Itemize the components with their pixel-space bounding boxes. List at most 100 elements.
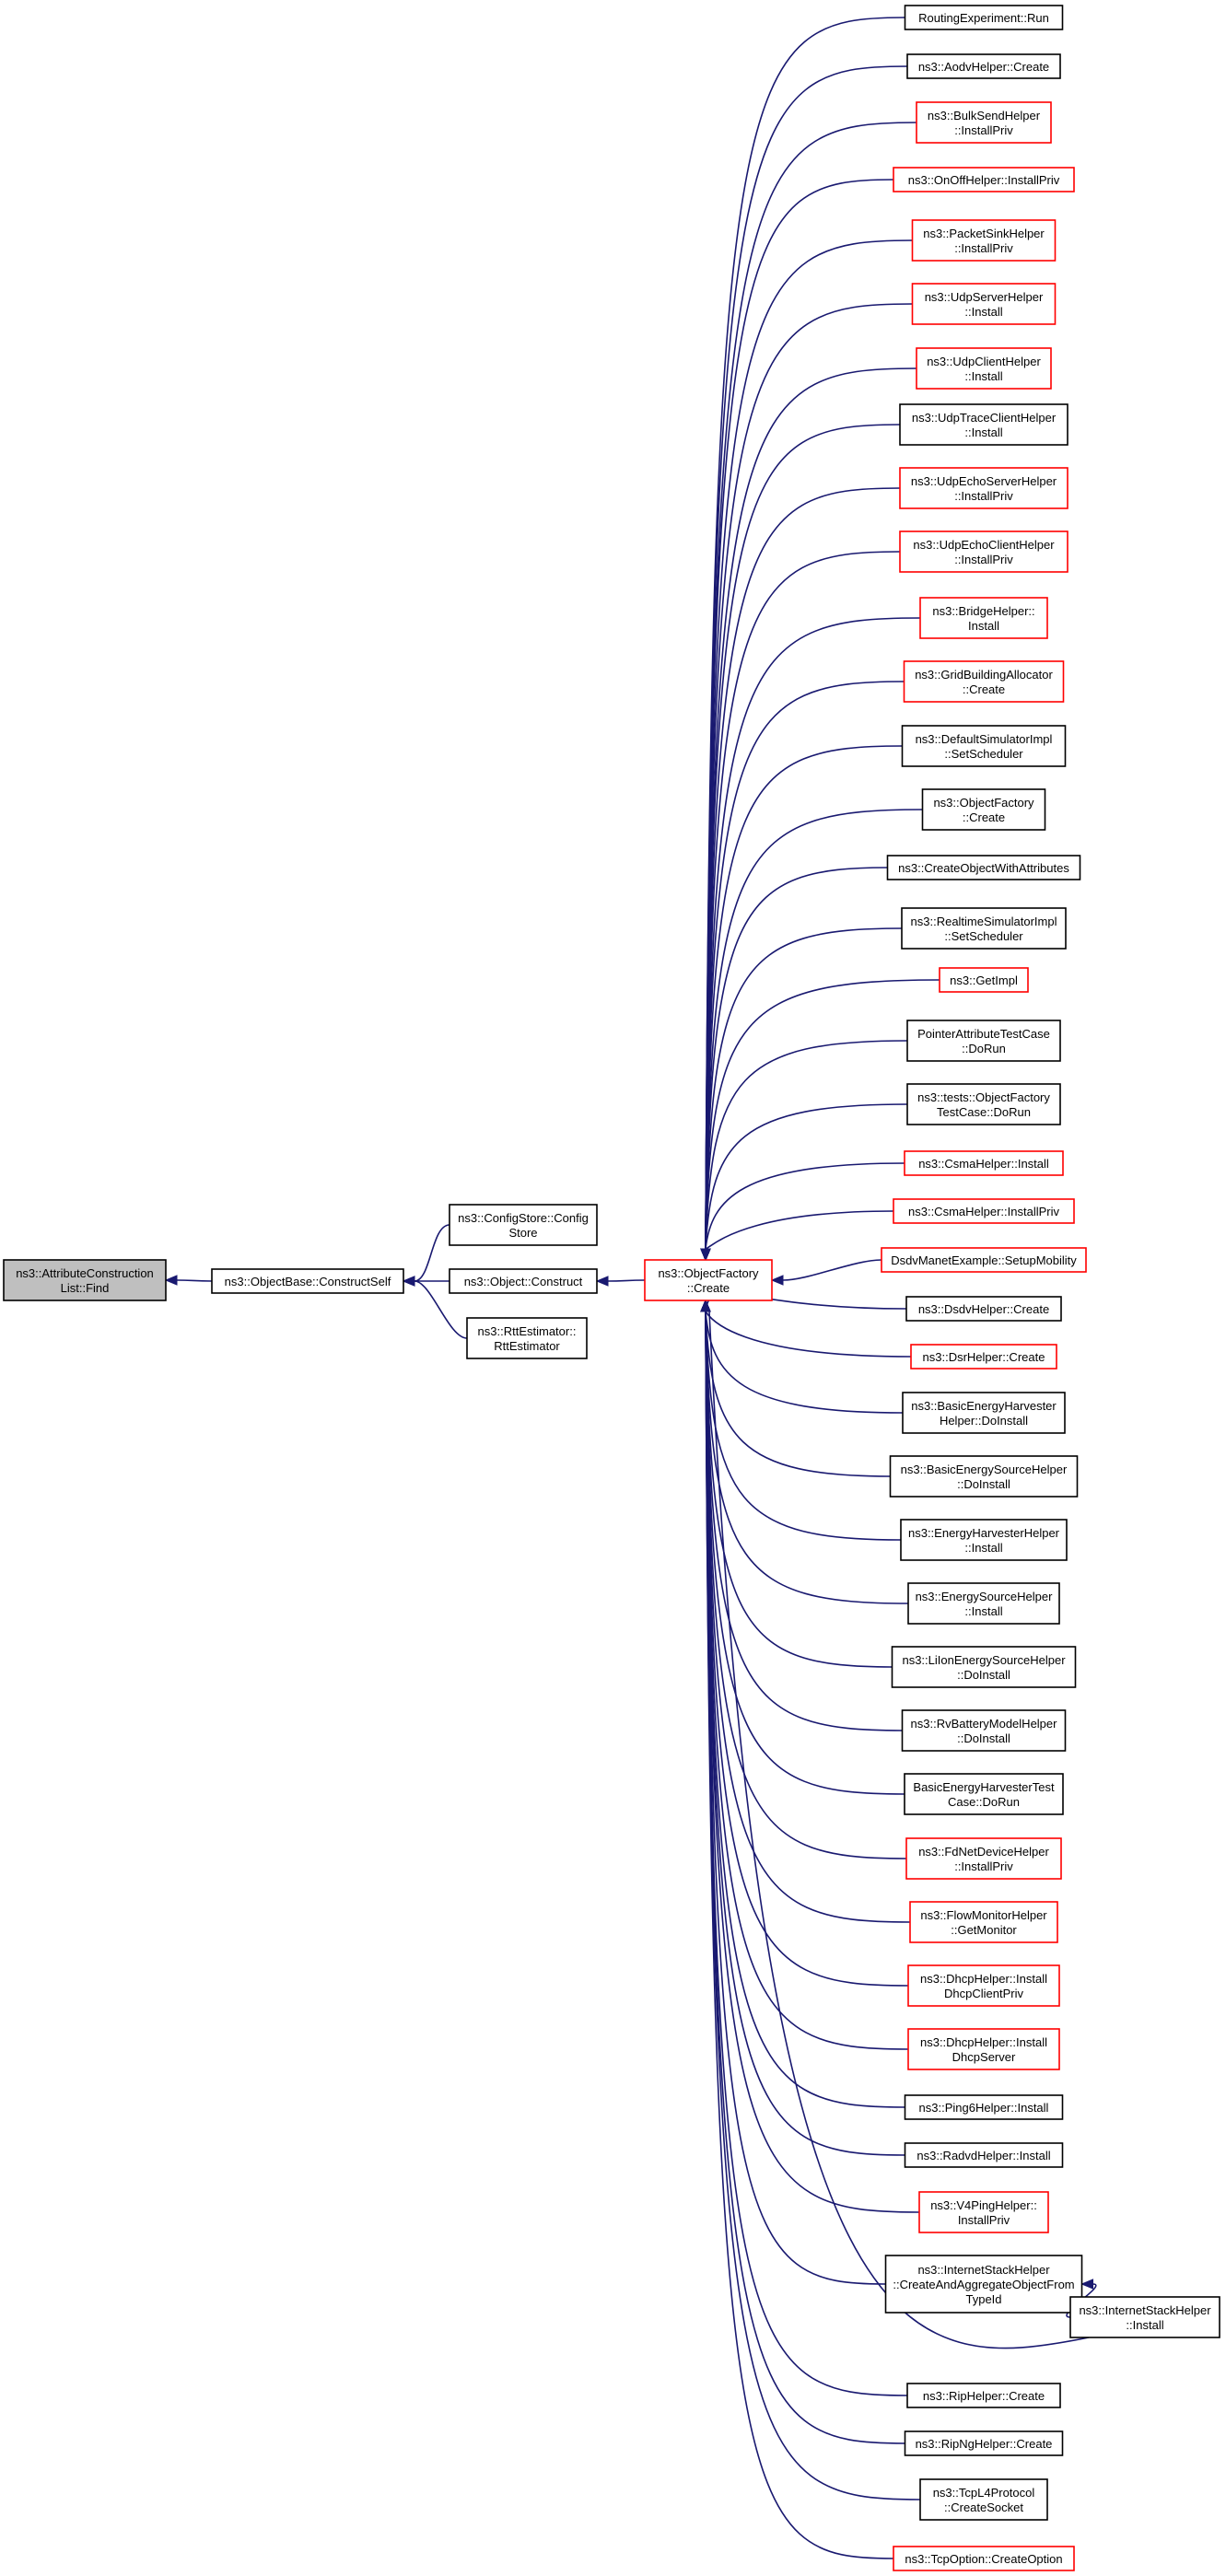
node-label-line: ::InstallPriv [954,489,1013,503]
node-box [919,597,1048,639]
node-label-line: Install [968,619,999,633]
node-ns3-rttestimator-rttestimator[interactable]: ns3::RttEstimator::RttEstimator [466,1317,588,1359]
node-ns3-bulksendhelper-installpriv[interactable]: ns3::BulkSendHelper::InstallPriv [916,101,1052,144]
edge-c09-to-ofcreate [705,551,901,1250]
edge-c03-to-ofcreate [705,179,894,1250]
node-ns3-internetstackhelper-createandaggregateobjectfrom-typeid[interactable]: ns3::InternetStackHelper::CreateAndAggre… [884,2255,1083,2314]
node-label-line: ns3::RttEstimator:: [478,1324,577,1338]
node-label-line: ns3::TcpL4Protocol [933,2486,1035,2500]
node-ns3-radvdhelper-install[interactable]: ns3::RadvdHelper::Install [904,2142,1064,2168]
edge-c07-to-ofcreate [705,424,901,1250]
node-ns3-csmahelper-install[interactable]: ns3::CsmaHelper::Install [904,1150,1064,1176]
node-ns3-aodvhelper-create[interactable]: ns3::AodvHelper::Create [906,53,1061,79]
node-box [886,855,1081,880]
node-pointerattributetestcase-dorun[interactable]: PointerAttributeTestCase::DoRun [906,1020,1061,1062]
node-ns3-getimpl[interactable]: ns3::GetImpl [939,967,1029,993]
node-ns3-tcpl4protocol-createsocket[interactable]: ns3::TcpL4Protocol::CreateSocket [919,2478,1048,2521]
node-ns3-fdnetdevicehelper-installpriv[interactable]: ns3::FdNetDeviceHelper::InstallPriv [905,1837,1062,1880]
node-ns3-basicenergysourcehelper-doinstall[interactable]: ns3::BasicEnergySourceHelper::DoInstall [889,1455,1079,1498]
node-ns3-realtimesimulatorimpl-setscheduler[interactable]: ns3::RealtimeSimulatorImpl::SetScheduler [901,907,1067,950]
node-label-line: ::CreateAndAggregateObjectFrom [893,2278,1074,2291]
node-label-line: ns3::EnergySourceHelper [916,1590,1054,1603]
node-ns3-energysourcehelper-install[interactable]: ns3::EnergySourceHelper::Install [907,1582,1060,1625]
node-ns3-udpechoserverhelper-installpriv[interactable]: ns3::UdpEchoServerHelper::InstallPriv [899,467,1068,509]
node-box [906,2383,1061,2408]
node-label-line: ns3::DhcpHelper::Install [920,2035,1047,2049]
node-ns3-objectfactory-create[interactable]: ns3::ObjectFactory::Create [644,1259,773,1301]
node-label-line: ns3::GetImpl [950,973,1018,987]
edge-c28-to-ofcreate [705,1311,893,1668]
node-ns3-packetsinkhelper-installpriv[interactable]: ns3::PacketSinkHelper::InstallPriv [911,219,1057,262]
edge-c26-to-ofcreate [705,1311,902,1541]
node-label-line: Helper::DoInstall [940,1414,1028,1428]
node-ns3-udpclienthelper-install[interactable]: ns3::UdpClientHelper::Install [916,347,1052,390]
node-label-line: ::Install [964,369,1002,383]
node-ns3-dsrhelper-create[interactable]: ns3::DsrHelper::Create [910,1344,1057,1370]
node-box [449,1268,598,1294]
edge-c38-to-ofcreate [705,1311,886,2285]
node-label-line: ns3::AodvHelper::Create [918,60,1049,74]
node-ns3-createobjectwithattributes[interactable]: ns3::CreateObjectWithAttributes [886,855,1081,880]
node-ns3-energyharvesterhelper-install[interactable]: ns3::EnergyHarvesterHelper::Install [900,1519,1068,1561]
node-box [891,1646,1077,1688]
edge-c05-to-ofcreate [705,303,913,1250]
node-label-line: ns3::LiIonEnergySourceHelper [902,1653,1066,1667]
node-ns3-onoffhelper-installpriv[interactable]: ns3::OnOffHelper::InstallPriv [893,167,1075,192]
edge-c21-to-ofcreate [782,1259,882,1281]
node-ns3-liionenergysourcehelper-doinstall[interactable]: ns3::LiIonEnergySourceHelper::DoInstall [891,1646,1077,1688]
edge-c32-to-ofcreate [705,1311,911,1923]
node-label-line: ns3::BasicEnergySourceHelper [901,1463,1068,1476]
node-dsdvmanetexample-setupmobility[interactable]: DsdvManetExample::SetupMobility [881,1247,1087,1273]
node-label-line: ::InstallPriv [954,553,1013,566]
node-box [906,1083,1061,1125]
node-ns3-udpserverhelper-install[interactable]: ns3::UdpServerHelper::Install [911,283,1057,325]
node-ns3-bridgehelper-install[interactable]: ns3::BridgeHelper::Install [919,597,1048,639]
node-ns3-riphelper-create[interactable]: ns3::RipHelper::Create [906,2383,1061,2408]
node-ns3-ripnghelper-create[interactable]: ns3::RipNgHelper::Create [904,2430,1064,2456]
node-routingexperiment-run[interactable]: RoutingExperiment::Run [904,5,1064,30]
node-box [884,2255,1083,2314]
node-ns3-csmahelper-installpriv[interactable]: ns3::CsmaHelper::InstallPriv [893,1198,1075,1224]
node-ns3-objectfactory-create[interactable]: ns3::ObjectFactory::Create [921,788,1046,831]
node-ns3-flowmonitorhelper-getmonitor[interactable]: ns3::FlowMonitorHelper::GetMonitor [909,1901,1058,1943]
node-label-line: RttEstimator [494,1339,560,1353]
node-label-line: ::CreateSocket [944,2500,1023,2514]
node-ns3-rvbatterymodelhelper-doinstall[interactable]: ns3::RvBatteryModelHelper::DoInstall [901,1709,1067,1752]
node-ns3-ping6helper-install[interactable]: ns3::Ping6Helper::Install [904,2094,1064,2120]
node-box [904,1773,1064,1815]
node-label-line: ::DoInstall [957,1668,1010,1682]
node-ns3-gridbuildingallocator-create[interactable]: ns3::GridBuildingAllocator::Create [903,660,1065,703]
node-ns3-objectbase-constructself[interactable]: ns3::ObjectBase::ConstructSelf [211,1268,404,1294]
node-box [911,219,1057,262]
node-ns3-defaultsimulatorimpl-setscheduler[interactable]: ns3::DefaultSimulatorImpl::SetScheduler [901,725,1067,767]
node-ns3-basicenergyharvester-helper-doinstall[interactable]: ns3::BasicEnergyHarvesterHelper::DoInsta… [902,1392,1066,1434]
node-label-line: ns3::UdpEchoClientHelper [913,538,1055,552]
node-label-line: ns3::RealtimeSimulatorImpl [911,915,1057,928]
node-ns3-udptraceclienthelper-install[interactable]: ns3::UdpTraceClientHelper::Install [899,403,1068,446]
node-ns3-configstore-config-store[interactable]: ns3::ConfigStore::ConfigStore [449,1204,598,1246]
node-label-line: ns3::EnergyHarvesterHelper [908,1526,1060,1540]
edge-c13-to-ofcreate [705,809,923,1250]
node-ns3-internetstackhelper-install[interactable]: ns3::InternetStackHelper::Install [1069,2296,1220,2338]
node-box [211,1268,404,1294]
node-ns3-dsdvhelper-create[interactable]: ns3::DsdvHelper::Create [905,1296,1062,1322]
edge-ishinstall-to-ofcreate [708,1311,1090,2349]
node-ns3-v4pinghelper-installpriv[interactable]: ns3::V4PingHelper::InstallPriv [918,2191,1049,2233]
node-label-line: Case::DoRun [948,1795,1020,1809]
arrowhead-constructself-to-root [164,1275,178,1286]
node-ns3-object-construct[interactable]: ns3::Object::Construct [449,1268,598,1294]
node-ns3-udpechoclienthelper-installpriv[interactable]: ns3::UdpEchoClientHelper::InstallPriv [899,530,1068,573]
node-label-line: ns3::InternetStackHelper [1079,2303,1211,2317]
node-box [919,2478,1048,2521]
node-label-line: Store [508,1226,537,1240]
node-ns3-tcpoption-createoption[interactable]: ns3::TcpOption::CreateOption [893,2546,1075,2571]
edge-c24-to-ofcreate [705,1311,904,1414]
node-box [921,788,1046,831]
node-label-line: ::Install [964,425,1002,439]
node-box [904,2430,1064,2456]
edge-rttest-to-constructself [414,1280,468,1339]
